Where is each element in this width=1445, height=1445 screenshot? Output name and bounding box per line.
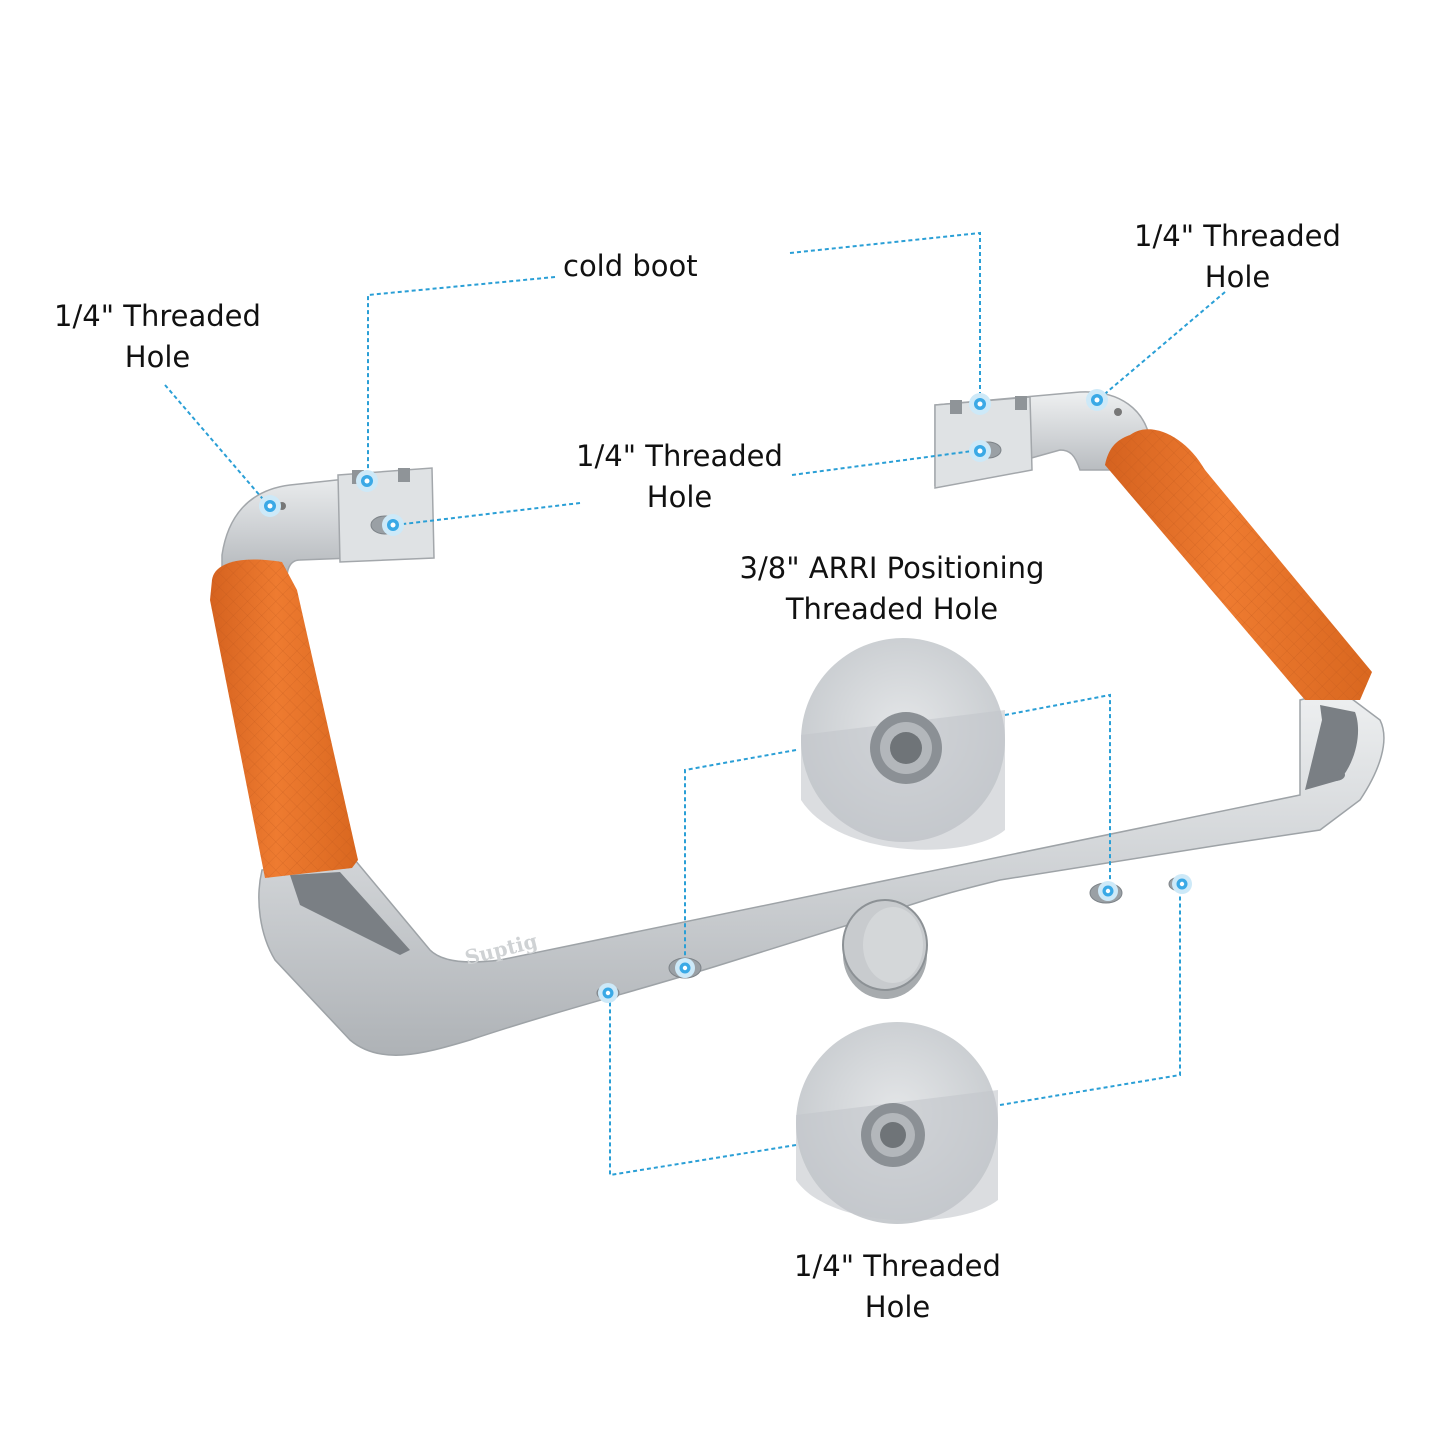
leader-middle-right: [791, 449, 981, 476]
leader-arri-left: [684, 749, 797, 968]
zoom-bottom-hole: [796, 1022, 998, 1224]
callout-dots: [259, 389, 1192, 1003]
label-middle-threaded-hole: 1/4" Threaded Hole: [576, 439, 783, 514]
leader-cold-boot-left: [367, 276, 556, 480]
label-cold-boot: cold boot: [563, 249, 698, 283]
callout-dot: [598, 983, 618, 1003]
leader-middle-left: [394, 502, 581, 526]
leader-bottom-right: [999, 886, 1181, 1106]
leader-arri-right: [1004, 693, 1111, 890]
label-arri-positioning-hole: 3/8" ARRI Positioning Threaded Hole: [739, 551, 1045, 626]
callout-dot: [1086, 389, 1108, 411]
callout-dot: [1172, 874, 1192, 894]
right-grip: [1105, 429, 1372, 700]
right-slot-cutout: [1305, 705, 1359, 790]
callout-dot: [969, 440, 991, 462]
label-top-left-threaded-hole: 1/4" Threaded Hole: [54, 299, 261, 374]
leader-top-left-hole: [164, 384, 269, 506]
leader-lines: [164, 231, 1226, 1177]
left-slot-cutout: [290, 872, 410, 955]
zoom-arri-hole: [801, 638, 1005, 850]
label-top-right-threaded-hole: 1/4" Threaded Hole: [1134, 219, 1341, 294]
callout-dot: [382, 514, 404, 536]
callout-dot: [675, 958, 695, 978]
leader-top-right-hole: [1099, 291, 1226, 399]
label-bottom-threaded-hole: 1/4" Threaded Hole: [794, 1249, 1001, 1324]
callout-dot: [356, 470, 378, 492]
cage-frame: Suptig: [221, 391, 1385, 1056]
leader-cold-boot-right: [789, 231, 981, 403]
callout-dot: [259, 495, 281, 517]
thumb-screw: [842, 899, 928, 999]
callout-dot: [969, 393, 991, 415]
left-grip: [210, 559, 358, 878]
leader-bottom-left: [609, 993, 797, 1177]
callout-dot: [1098, 881, 1118, 901]
